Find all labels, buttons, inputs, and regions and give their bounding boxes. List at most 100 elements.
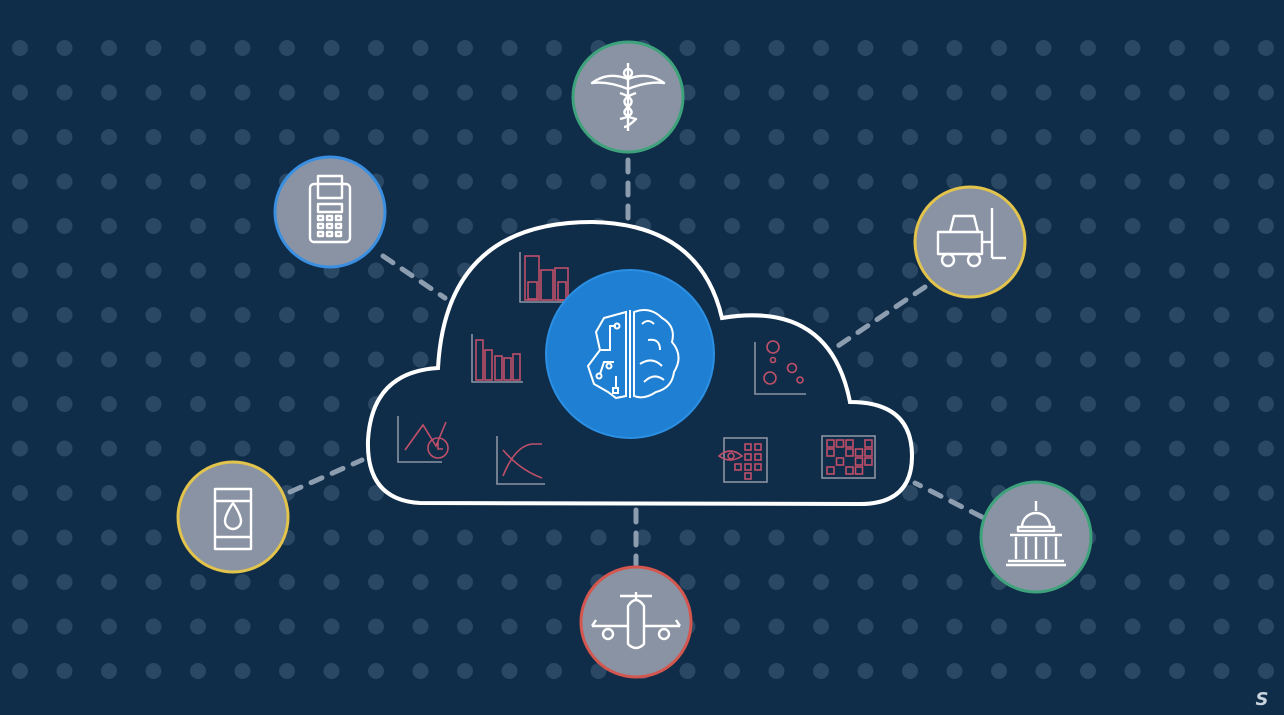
background-dot [101, 574, 117, 590]
connectors [287, 157, 985, 568]
background-dot [1258, 574, 1274, 590]
heatmap-cell [854, 448, 864, 457]
background-dot [1080, 485, 1096, 501]
background-dot [1169, 574, 1185, 590]
background-dot [813, 218, 829, 234]
background-dot [1124, 618, 1141, 635]
background-dot [101, 396, 117, 412]
connector-government [912, 480, 985, 520]
background-dot [991, 618, 1007, 635]
background-dot [56, 173, 73, 190]
background-dot [412, 173, 429, 190]
background-dot [12, 485, 28, 501]
oil-barrel-icon [213, 487, 253, 551]
background-dot [1213, 173, 1230, 190]
background-dot [12, 663, 28, 679]
background-dot [768, 40, 785, 56]
node-energy [176, 460, 290, 574]
background-dot [768, 574, 785, 590]
background-dot [1080, 396, 1096, 412]
background-dot [279, 129, 295, 145]
background-dot [1080, 351, 1096, 368]
background-dot [1213, 40, 1230, 56]
background-dot [813, 40, 829, 56]
background-dot [56, 618, 73, 635]
background-dot [902, 84, 918, 101]
background-dot [279, 663, 295, 679]
background-dot [501, 618, 518, 635]
background-dot [323, 129, 340, 145]
background-dot [412, 529, 429, 546]
background-dot [679, 218, 696, 234]
background-dot [12, 618, 28, 635]
background-dot [1080, 574, 1096, 590]
background-dot [946, 618, 963, 635]
cloud-chart-icons [397, 252, 876, 485]
background-dot [12, 218, 28, 234]
background-dot [1213, 574, 1230, 590]
background-dot [190, 396, 206, 412]
background-dot [902, 40, 918, 56]
payment-terminal-icon [308, 174, 352, 244]
background-dot [1169, 618, 1185, 635]
background-dot [323, 529, 340, 546]
background-dot [145, 40, 162, 56]
background-dot [857, 173, 874, 190]
background-dot [145, 129, 162, 145]
background-dot [145, 618, 162, 635]
background-dot [1124, 262, 1141, 279]
background-dot [857, 529, 874, 546]
background-dot [12, 396, 28, 412]
background-dot [946, 574, 963, 590]
background-dot [857, 663, 874, 679]
background-dot [902, 218, 918, 234]
background-dot [12, 40, 28, 56]
background-dot [1169, 84, 1185, 101]
background-dot [368, 351, 384, 368]
background-dot [1258, 307, 1274, 323]
background-dot [234, 574, 251, 590]
background-dot [1124, 485, 1141, 501]
node-government [979, 480, 1093, 594]
capitol-building-icon [1006, 501, 1066, 567]
background-dot [145, 307, 162, 323]
background-dot [1124, 574, 1141, 590]
background-dot [190, 440, 206, 457]
background-dot [635, 529, 651, 546]
background-dot [1124, 529, 1141, 546]
background-dot [234, 440, 251, 457]
background-dot [1213, 529, 1230, 546]
heatmap-cell [845, 466, 854, 475]
background-dot [1080, 173, 1096, 190]
background-dot [457, 40, 473, 56]
connector-energy [287, 457, 365, 495]
background-dot [412, 574, 429, 590]
background-dot [1169, 529, 1185, 546]
background-dot [813, 173, 829, 190]
background-dot [1258, 485, 1274, 501]
background-dot [857, 618, 874, 635]
brain-circuit-icon [586, 309, 680, 400]
background-dot [190, 173, 206, 190]
background-dot [145, 84, 162, 101]
background-dot [101, 307, 117, 323]
background-dot [1080, 129, 1096, 145]
background-dot [1035, 618, 1052, 635]
background-dot [1124, 40, 1141, 56]
background-dot [1035, 396, 1052, 412]
background-dot [902, 129, 918, 145]
background-dot [1213, 84, 1230, 101]
background-dot [279, 40, 295, 56]
background-dot [190, 262, 206, 279]
background-dot [501, 129, 518, 145]
background-dot [946, 129, 963, 145]
heatmap-cell [854, 457, 864, 466]
background-dot [768, 618, 785, 635]
background-dot [679, 129, 696, 145]
background-dot [1258, 396, 1274, 412]
background-dot [279, 351, 295, 368]
background-dot [190, 618, 206, 635]
background-dot [279, 307, 295, 323]
heatmap-cell [826, 448, 835, 457]
